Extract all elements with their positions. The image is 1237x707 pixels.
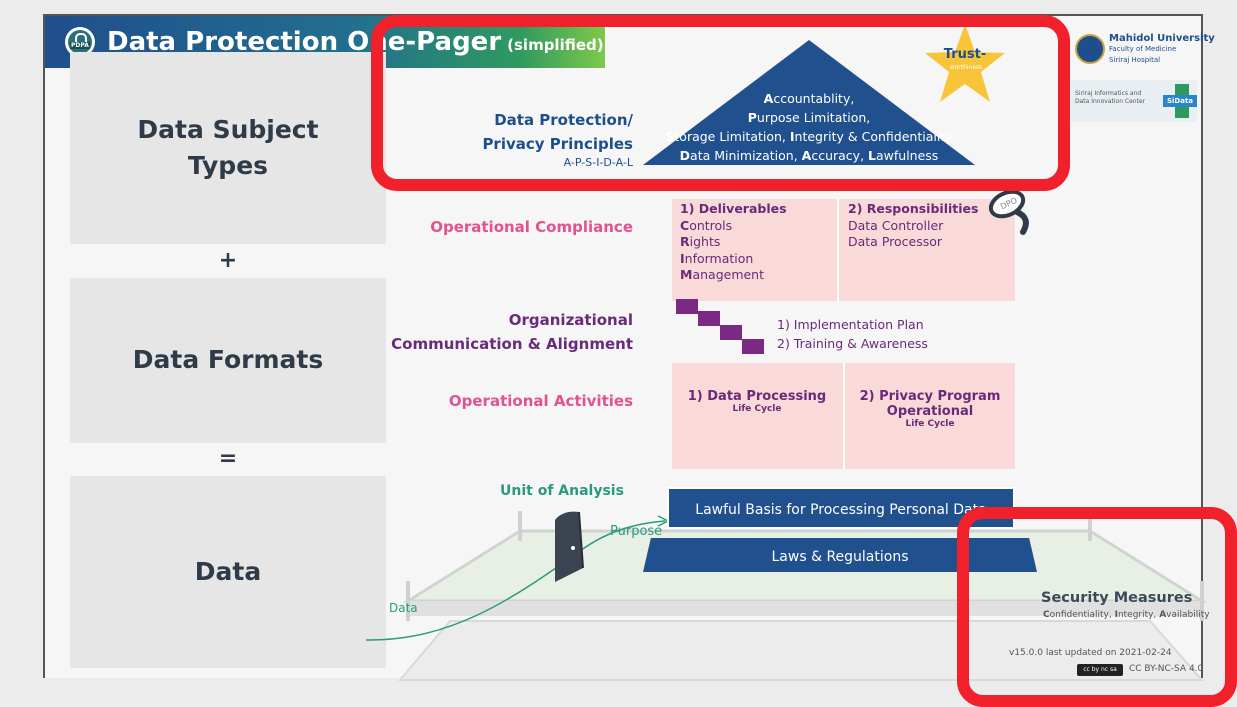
principles-acronym: A-P-S-I-D-A-L xyxy=(563,156,633,169)
communication-label-line2: Communication & Alignment xyxy=(391,335,633,353)
principle-line: Accountablity, xyxy=(763,91,855,106)
operational-compliance-label: Operational Compliance xyxy=(430,218,633,236)
principles-label-line1: Data Protection/ xyxy=(494,111,633,129)
communication-label: Organizational Communication & Alignment xyxy=(375,308,633,356)
data-processing-col: 1) Data Processing Life Cycle xyxy=(672,389,842,414)
deliverables-title: 1) Deliverables xyxy=(680,201,787,216)
equals-sign: = xyxy=(218,446,238,471)
principle-line: Storage Limitation, Integrity & Confiden… xyxy=(665,129,953,144)
privacy-program-title-1: 2) Privacy Program xyxy=(859,389,1001,404)
communication-label-line1: Organizational xyxy=(508,311,633,329)
deliverable-item: Rights xyxy=(680,234,721,249)
unit-of-analysis-label: Unit of Analysis xyxy=(500,483,624,499)
door-icon xyxy=(555,511,584,582)
operational-compliance-box: 1) Deliverables Controls Rights Informat… xyxy=(672,199,1015,301)
data-processing-sub: Life Cycle xyxy=(732,404,782,414)
dpo-magnifier-icon: DPO xyxy=(988,189,1029,235)
data-formats-box: Data Formats xyxy=(70,278,386,443)
responsibilities-col: 2) Responsibilities Data Controller Data… xyxy=(848,201,978,251)
pdpa-badge-text: PDPA xyxy=(70,42,90,49)
license-text: CC BY-NC-SA 4.0 xyxy=(1129,664,1204,674)
data-label: Data xyxy=(194,556,262,586)
one-pager-frame: PDPA Data Protection One-Pager(simplifie… xyxy=(43,14,1215,681)
mahidol-logo-text: Mahidol University Faculty of Medicine S… xyxy=(1109,33,1215,64)
communication-item: 1) Implementation Plan xyxy=(777,317,924,332)
principles-text: Accountablity, Purpose Limitation, Stora… xyxy=(643,89,975,165)
responsibility-item: Data Controller xyxy=(848,217,944,233)
star-label-2: worthiness xyxy=(950,64,983,71)
compliance-divider xyxy=(837,199,839,301)
data-subject-types-box: Data Subject Types xyxy=(70,52,386,244)
data-processing-title: 1) Data Processing xyxy=(687,389,827,404)
deliverable-item: Information xyxy=(680,250,754,266)
responsibilities-title: 2) Responsibilities xyxy=(848,201,979,216)
mahidol-logo-icon xyxy=(1075,34,1105,64)
plus-sign: + xyxy=(218,248,238,273)
principles-triangle xyxy=(643,40,975,165)
data-subject-types-line2: Types xyxy=(187,151,269,180)
deliverable-item: Management xyxy=(680,267,765,282)
data-subject-types-line1: Data Subject xyxy=(137,114,319,144)
privacy-program-col: 2) Privacy Program Operational Life Cycl… xyxy=(845,389,1015,429)
laws-regulations-button[interactable]: Laws & Regulations xyxy=(643,538,1037,572)
deliverables-col: 1) Deliverables Controls Rights Informat… xyxy=(680,201,787,284)
activities-divider xyxy=(843,363,845,469)
communication-items: 1) Implementation Plan 2) Training & Awa… xyxy=(777,315,928,353)
sidata-logo: Siriraj Informatics and Data Innovation … xyxy=(1071,80,1197,122)
page-subtitle: (simplified) xyxy=(507,36,604,54)
version-text: v15.0.0 last updated on 2021-02-24 xyxy=(1009,648,1172,658)
lawful-basis-button[interactable]: Lawful Basis for Processing Personal Dat… xyxy=(667,487,1015,529)
privacy-program-sub: Life Cycle xyxy=(905,419,955,429)
highlight-security-outline xyxy=(957,507,1237,707)
operational-activities-label: Operational Activities xyxy=(448,392,633,410)
purpose-label: Purpose xyxy=(610,524,663,539)
cc-license-icon: cc by nc sa xyxy=(1077,664,1123,676)
operational-activities-box: 1) Data Processing Life Cycle 2) Privacy… xyxy=(672,363,1015,469)
data-formats-label: Data Formats xyxy=(132,345,324,375)
data-box: Data xyxy=(70,476,386,668)
principles-label-line2: Privacy Principles xyxy=(482,135,633,153)
data-flow-label: Data xyxy=(389,601,418,615)
privacy-program-title-2: Operational xyxy=(886,404,974,419)
responsibility-item: Data Processor xyxy=(848,234,943,249)
principles-label: Data Protection/ Privacy Principles A-P-… xyxy=(375,108,633,170)
staircase-icon xyxy=(676,299,764,354)
highlight-principles-outline xyxy=(371,15,1070,191)
principle-line: Data Minimization, Accuracy, Lawfulness xyxy=(679,148,939,163)
communication-item: 2) Training & Awareness xyxy=(777,336,928,351)
deliverable-item: Controls xyxy=(680,217,733,233)
star-label-1: Trust- xyxy=(944,47,986,62)
trustworthiness-star-icon: Trust- worthiness xyxy=(925,24,1005,102)
security-measures-subtitle: Confidentiality, Integrity, Availability xyxy=(1043,610,1210,620)
principle-line: Purpose Limitation, xyxy=(747,110,871,125)
security-measures-title: Security Measures xyxy=(1041,590,1193,606)
